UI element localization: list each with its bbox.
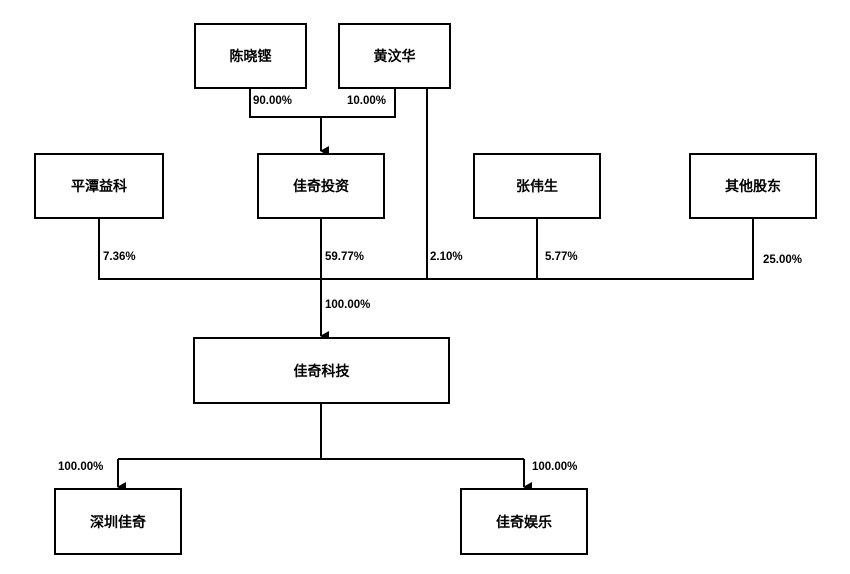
pct-combined-to-tech: 100.00% xyxy=(325,299,371,311)
pct-tech-to-shenzhen: 100.00% xyxy=(58,461,104,473)
node-shenzhen-jiaqi: 深圳佳奇 xyxy=(54,488,182,555)
node-jiaqi-investment: 佳奇投资 xyxy=(257,153,385,219)
node-other-shareholders: 其他股东 xyxy=(689,153,817,219)
node-huang-wenhua: 黄汶华 xyxy=(338,23,451,89)
node-jiaqi-entertainment: 佳奇娱乐 xyxy=(460,488,588,555)
pct-invest-to-tech: 59.77% xyxy=(325,251,365,263)
node-zhang-weisheng: 张伟生 xyxy=(473,153,601,219)
node-chen-xiaokeng: 陈晓铿 xyxy=(194,23,307,89)
pct-others-to-tech: 25.00% xyxy=(763,254,803,266)
pct-chen-to-invest: 90.00% xyxy=(253,95,293,107)
pct-huang-to-tech: 2.10% xyxy=(430,251,463,263)
pct-huang-to-invest: 10.00% xyxy=(347,95,387,107)
pct-pingtan-to-tech: 7.36% xyxy=(103,251,136,263)
pct-tech-to-entertainment: 100.00% xyxy=(532,461,578,473)
node-jiaqi-technology: 佳奇科技 xyxy=(193,337,450,404)
node-pingtan-yike: 平潭益科 xyxy=(34,153,164,219)
pct-zhang-to-tech: 5.77% xyxy=(545,251,578,263)
